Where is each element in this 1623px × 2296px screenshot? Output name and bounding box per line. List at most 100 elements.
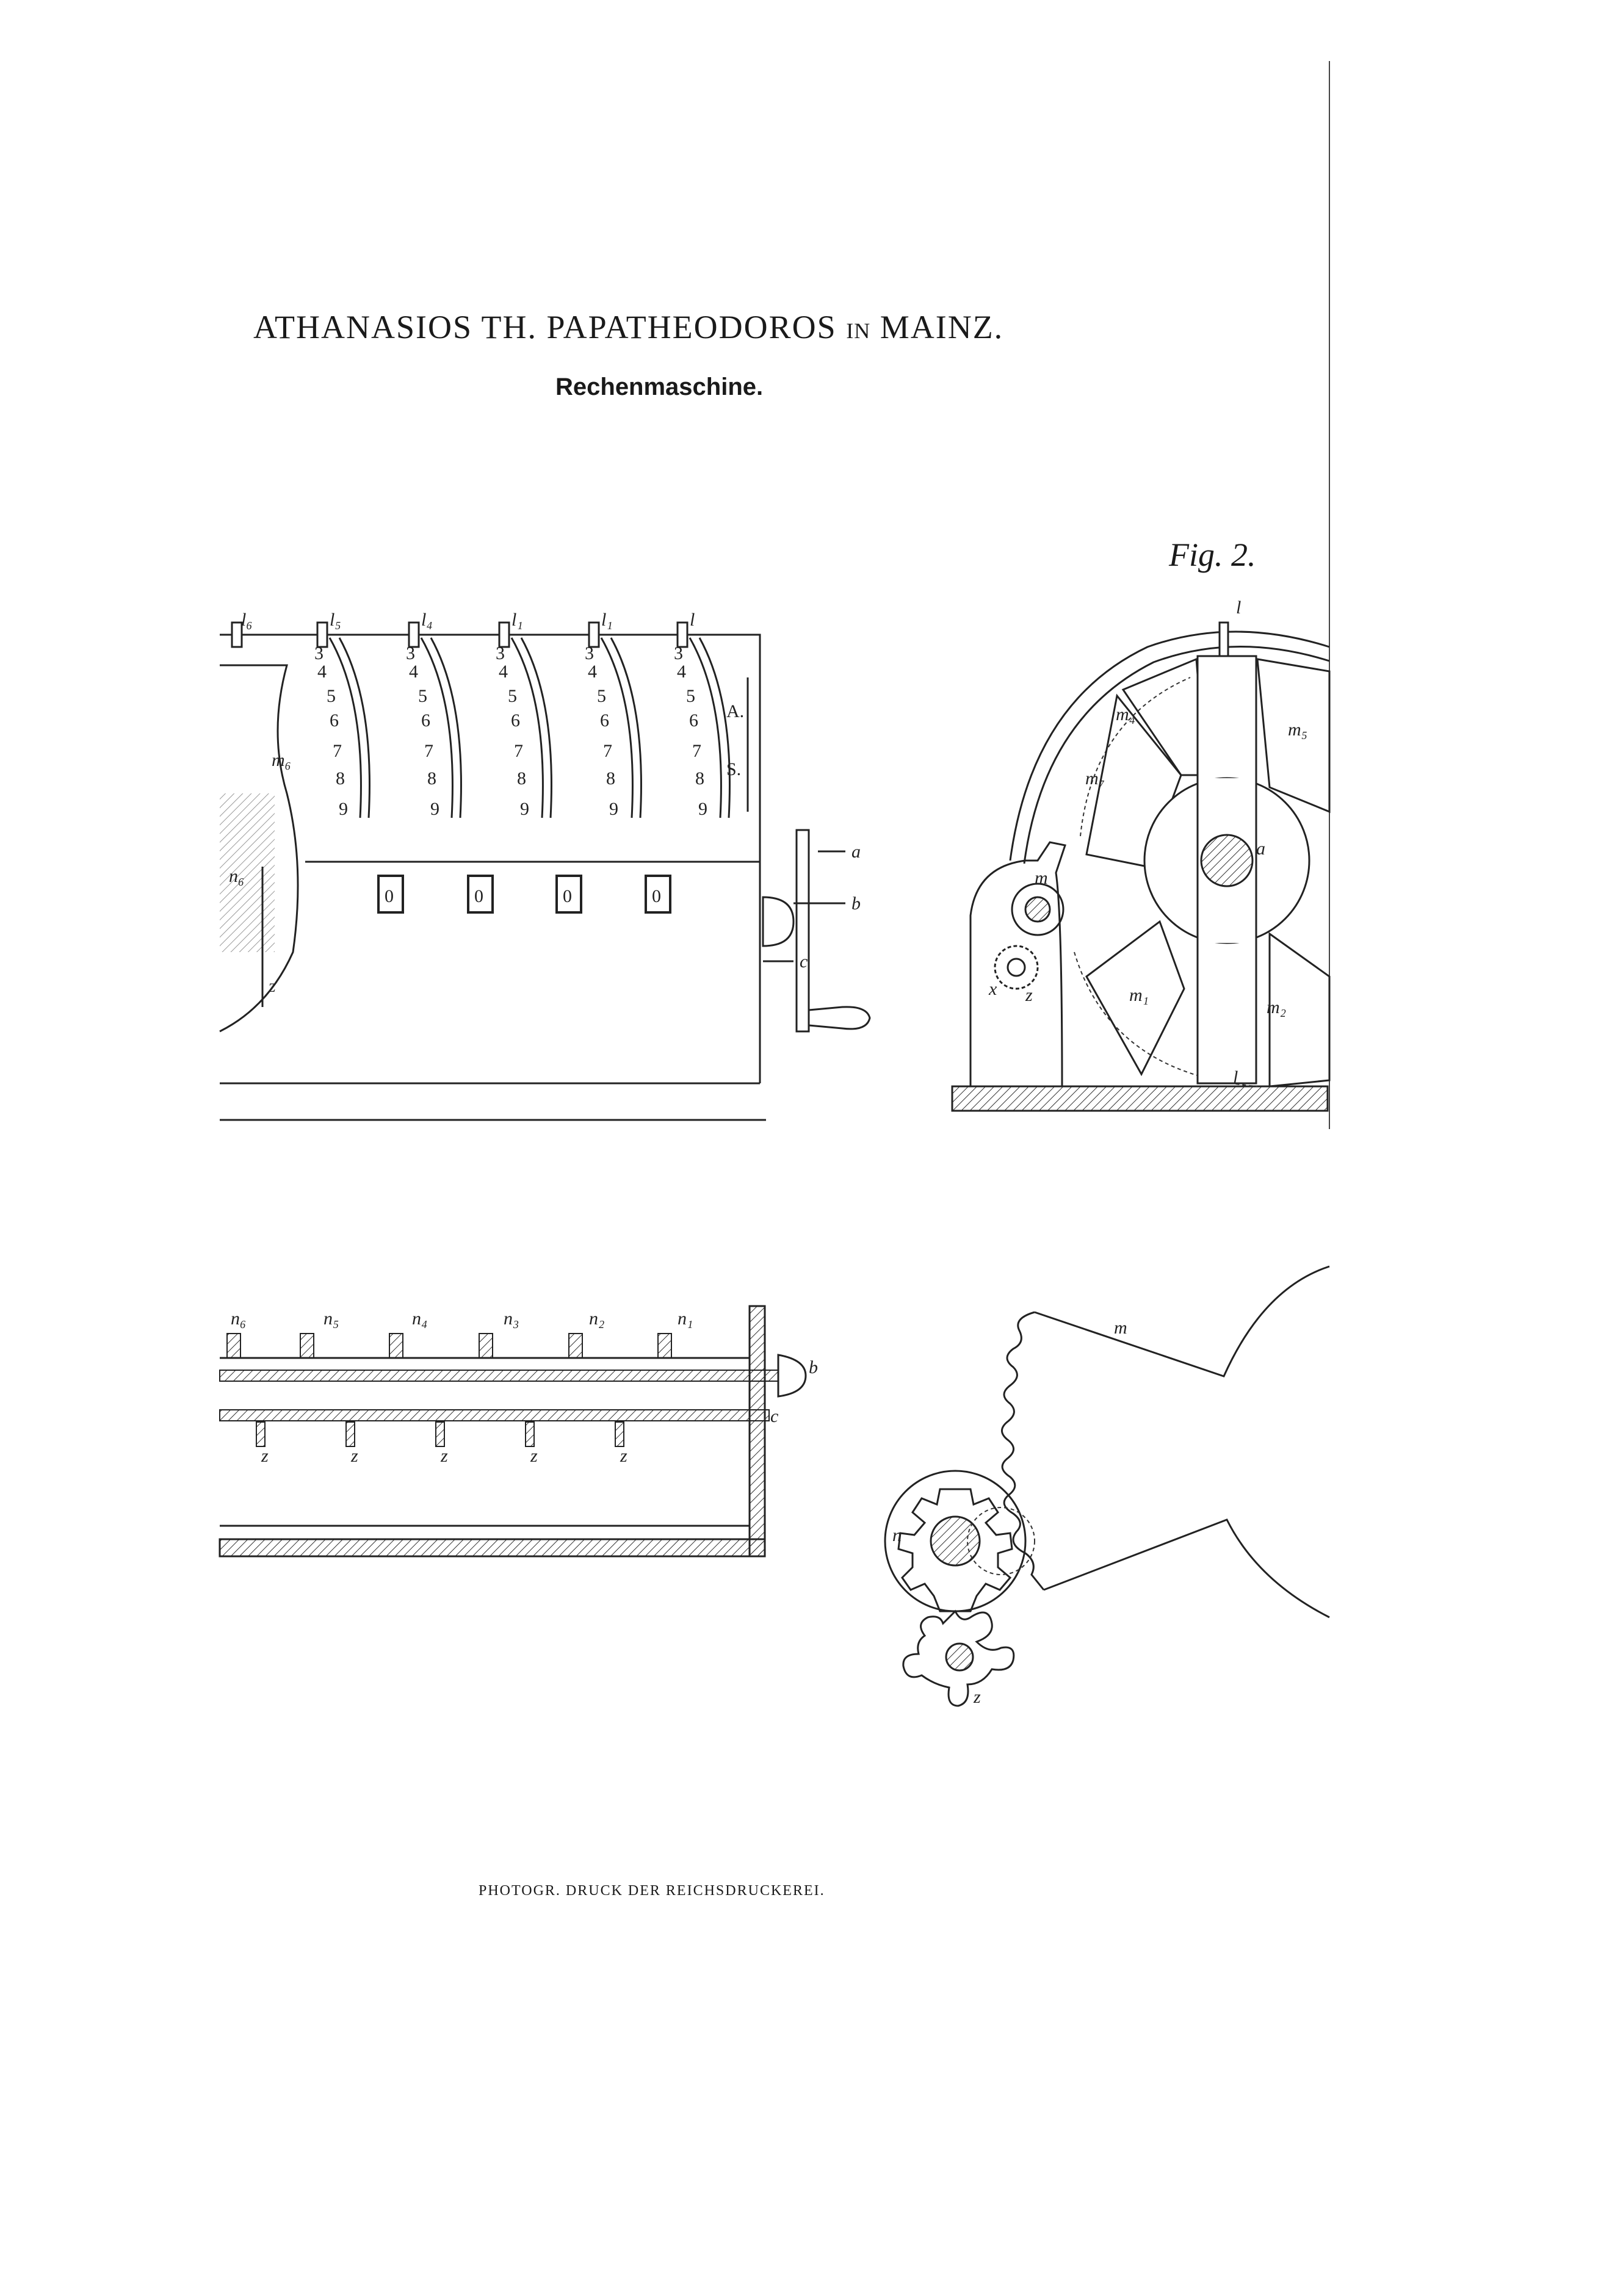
- label-l6: l₆: [241, 610, 253, 630]
- digit: 4: [317, 662, 327, 682]
- digit: 7: [692, 741, 701, 761]
- digit: 8: [695, 768, 704, 789]
- label-a-fig1: a: [851, 842, 861, 862]
- wheel-axle: [1200, 834, 1254, 887]
- digit: 7: [333, 741, 342, 761]
- digit: 3: [585, 643, 594, 663]
- label-l1-a: l₁: [511, 610, 523, 630]
- gear-z-hub: [1007, 958, 1026, 977]
- digit: 5: [418, 686, 427, 706]
- label-S: S.: [726, 759, 741, 779]
- digit: 9: [339, 799, 348, 819]
- label-z-fig3-1: z: [261, 1446, 269, 1466]
- label-m1-fig2: m₁: [1129, 985, 1149, 1005]
- digit: 8: [517, 768, 526, 789]
- digit: 4: [588, 662, 597, 682]
- segment-m2: [1268, 932, 1331, 1088]
- segment-m5: [1256, 658, 1331, 814]
- label-l-fig2: l: [1236, 597, 1241, 618]
- result-windows: 0 0 0 0: [377, 875, 671, 914]
- label-m7-fig2: m₇: [1085, 768, 1105, 789]
- label-n-fig4: n: [892, 1525, 902, 1545]
- fig1-slots: [231, 621, 731, 818]
- fig3-upper-wheels: [226, 1333, 672, 1359]
- slot-4: [588, 621, 642, 818]
- digit: 3: [406, 643, 415, 663]
- digit-scale-4: 3 4 5 6 7 8 9: [585, 643, 618, 819]
- fig3-lower-shaft: [219, 1409, 770, 1421]
- gear-n-axle: [930, 1515, 981, 1567]
- window-digit: 0: [474, 886, 483, 906]
- label-c-fig3: c: [770, 1406, 778, 1426]
- title-connector: IN: [846, 319, 871, 343]
- patent-subtitle: Rechenmaschine.: [555, 374, 764, 400]
- label-b-fig1: b: [851, 893, 861, 914]
- digit: 8: [427, 768, 436, 789]
- inventor-city: MAINZ.: [880, 309, 1004, 345]
- digit: 9: [520, 799, 529, 819]
- gear-n-pitch-circle: [967, 1507, 1035, 1575]
- crank-handle: [762, 829, 871, 1033]
- label-m-fig4: m: [1114, 1318, 1127, 1338]
- digit: 6: [511, 710, 520, 731]
- label-z-fig3-2: z: [350, 1446, 358, 1466]
- label-n6-fig3: n₆: [231, 1309, 246, 1329]
- digit: 4: [677, 662, 686, 682]
- label-x-fig2: x: [988, 979, 997, 999]
- fig3-end-wall: [748, 1305, 766, 1558]
- window-digit: 0: [563, 886, 572, 906]
- digit: 4: [499, 662, 508, 682]
- wheel-top-pin: [1218, 621, 1229, 657]
- label-z-fig4: z: [973, 1687, 981, 1707]
- label-n1-fig3: n₁: [678, 1309, 693, 1329]
- wheel-dashed-arc-lower: [1074, 951, 1258, 1087]
- label-z-fig3-5: z: [620, 1446, 627, 1466]
- label-l: l: [690, 610, 695, 630]
- digit: 3: [674, 643, 683, 663]
- fig1-body-outline: [220, 634, 761, 1083]
- fig2-base-plate: [951, 1085, 1329, 1112]
- label-z-fig2: z: [1025, 985, 1033, 1005]
- label-m5-fig2: m₅: [1288, 720, 1307, 740]
- printer-credit: PHOTOGR. DRUCK DER REICHSDRUCKEREI.: [479, 1883, 825, 1899]
- figure-2-label: Fig. 2.: [1169, 536, 1256, 573]
- fig3-knob: [777, 1354, 807, 1398]
- window-digit: 0: [652, 886, 661, 906]
- label-n4-fig3: n₄: [412, 1309, 427, 1329]
- segment-m-upper-edge: [1034, 1265, 1330, 1377]
- digit-scale-2: 3 4 5 6 7 8 9: [406, 643, 439, 819]
- gear-z-outer: [994, 945, 1039, 990]
- digit: 6: [421, 710, 430, 731]
- segment-m-teeth: [1001, 1311, 1045, 1590]
- digit: 3: [314, 643, 324, 663]
- wheel-outer-arc: [1009, 630, 1330, 861]
- fig3-section-view: n₆ n₅ n₄ n₃ n₂ n₁ b c z z z z z: [219, 1305, 818, 1558]
- digit-scale-3: 3 4 5 6 7 8 9: [496, 643, 529, 819]
- slot-5: [676, 621, 731, 818]
- digit: 7: [424, 741, 433, 761]
- digit: 5: [508, 686, 517, 706]
- label-z-fig3-4: z: [530, 1446, 538, 1466]
- label-z-fig3-3: z: [440, 1446, 448, 1466]
- label-m4-fig2: m₄: [1116, 704, 1135, 724]
- digit: 8: [606, 768, 615, 789]
- star-wheel-axle: [945, 1642, 974, 1672]
- digit: 9: [609, 799, 618, 819]
- label-z-fig1: z: [268, 976, 276, 996]
- label-n3-fig3: n₃: [504, 1309, 519, 1329]
- label-m-fig2: m: [1035, 868, 1048, 888]
- digit: 7: [603, 741, 612, 761]
- fig1-front-view: l₆ l₅ l₄ l₁ l₁ l 3 4 5 6 7 8 9 3 4 5 6 7: [219, 610, 871, 1121]
- segment-m1: [1085, 920, 1185, 1077]
- digit: 9: [430, 799, 439, 819]
- wheel-dashed-arc-upper: [1080, 677, 1191, 837]
- fig3-upper-shaft: [219, 1370, 779, 1382]
- label-n2-fig3: n₂: [589, 1309, 604, 1329]
- fig3-lower-gears: [256, 1421, 624, 1447]
- digit: 6: [689, 710, 698, 731]
- slot-2: [408, 621, 462, 818]
- digit: 6: [330, 710, 339, 731]
- label-c-fig1: c: [800, 951, 808, 972]
